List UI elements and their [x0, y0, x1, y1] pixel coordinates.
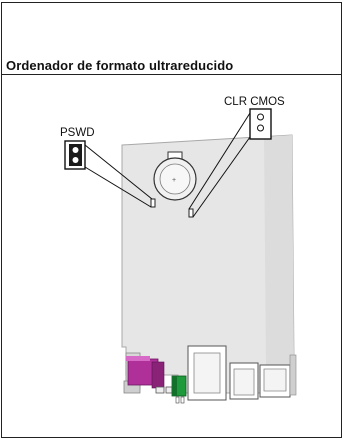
clr-cmos-label: CLR CMOS: [224, 96, 285, 108]
clr-cmos-jumper-icon: [249, 108, 272, 140]
svg-text:+: +: [172, 177, 176, 184]
jumper-diagram: + PSWD CLR CMOS: [2, 75, 341, 437]
pswd-label: PSWD: [60, 127, 95, 139]
clr-cmos-board-header: [188, 208, 194, 218]
rear-io-ports: [123, 345, 297, 404]
jumper-diagram-svg: + PSWD CLR CMOS: [60, 96, 297, 404]
caption-row: Ordenador de formato ultrareducido: [2, 3, 341, 75]
coin-battery-icon: +: [153, 151, 197, 201]
pswd-board-header: [150, 198, 156, 208]
figure-frame: Ordenador de formato ultrareducido + PSW…: [1, 2, 342, 438]
figure-caption: Ordenador de formato ultrareducido: [6, 58, 234, 73]
pswd-jumper-icon: [64, 140, 86, 170]
